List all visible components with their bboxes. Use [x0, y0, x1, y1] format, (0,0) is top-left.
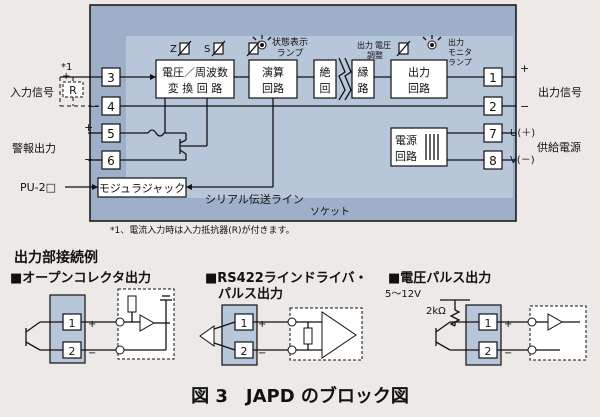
status-lamp-icon — [252, 35, 272, 50]
svg-text:8: 8 — [489, 154, 497, 168]
output-voltage-adjust-label: 出力 — [357, 40, 373, 50]
output-voltage-adjust-label-2: 電圧 — [375, 41, 391, 50]
voltage-pulse-heading: ■電圧パルス出力 — [388, 270, 491, 286]
alarm-output-label: 警報出力 — [12, 141, 56, 155]
status-lamp-label-2: ランプ — [277, 48, 304, 59]
supply-v: V(－) — [510, 155, 535, 166]
alarm-plus: + — [84, 121, 93, 134]
example-rs422: 1 2 + − — [199, 304, 363, 366]
input-signal-label: 入力信号 — [10, 86, 54, 99]
internal-wiring — [120, 74, 484, 190]
footnote-marker: *1 — [61, 62, 72, 73]
status-lamp-label: 状態表示 — [272, 36, 308, 48]
examples-heading: 出力部接続例 — [14, 249, 98, 266]
input-minus: − — [90, 100, 99, 113]
svg-text:+: + — [88, 319, 96, 330]
supply-power-label: 供給電源 — [537, 140, 581, 154]
supply-u: U(＋) — [510, 128, 535, 139]
figure-caption: 図 3 JAPD のブロック図 — [191, 385, 409, 407]
svg-text:1: 1 — [489, 71, 497, 85]
svg-text:演算: 演算 — [262, 65, 284, 79]
socket-label: ソケット — [310, 206, 350, 218]
svg-text:モジュラジャック: モジュラジャック — [99, 182, 185, 195]
svg-text:5～12V: 5～12V — [385, 289, 421, 300]
conversion-block: 電圧／周波数 変 換 回 路 — [155, 59, 235, 99]
input-plus: + — [62, 71, 70, 82]
output-signal-label: 出力信号 — [538, 85, 582, 99]
power-block: 電源 回路 — [390, 127, 448, 167]
svg-text:2: 2 — [69, 345, 76, 358]
pu2-label: PU-2□ — [20, 181, 56, 194]
modular-jack: モジュラジャック — [97, 177, 187, 198]
svg-text:3: 3 — [107, 71, 115, 85]
svg-text:回路: 回路 — [262, 82, 284, 95]
out-plus: + — [520, 62, 529, 75]
svg-text:6: 6 — [107, 154, 115, 168]
span-adjust-label: S — [204, 44, 210, 55]
svg-text:絶: 絶 — [320, 65, 331, 79]
svg-text:2kΩ: 2kΩ — [426, 306, 446, 317]
svg-text:路: 路 — [358, 82, 369, 95]
monitor-lamp-label-3: ランプ — [448, 58, 472, 67]
svg-text:電源: 電源 — [395, 133, 417, 147]
calculation-block: 演算 回路 — [248, 59, 298, 99]
output-block: 出力 回路 — [390, 59, 448, 99]
svg-text:回: 回 — [320, 82, 331, 95]
svg-text:出力: 出力 — [408, 65, 430, 79]
svg-text:回路: 回路 — [408, 82, 430, 95]
footnote: *1、電流入力時は入力抵抗器(R)が付きます。 — [110, 224, 295, 236]
svg-text:4: 4 — [107, 100, 115, 114]
monitor-lamp-label: 出力 — [448, 37, 464, 47]
svg-text:−: − — [258, 348, 266, 359]
out-minus: − — [520, 100, 529, 113]
isolation-block: 絶 回 縁 路 — [313, 57, 375, 101]
serial-line-label: シリアル伝送ライン — [205, 192, 304, 206]
terminal-block-left: 3 4 5 6 — [101, 67, 121, 170]
svg-text:回路: 回路 — [395, 150, 417, 163]
example-open-collector: 1 2 + − — [25, 288, 175, 364]
zero-adjust-label: Z — [170, 44, 177, 55]
svg-text:+: + — [504, 319, 512, 330]
monitor-lamp-icon — [422, 35, 442, 50]
svg-text:−: − — [504, 348, 512, 359]
svg-text:変 換 回 路: 変 換 回 路 — [168, 81, 223, 95]
svg-text:−: − — [88, 348, 96, 359]
rs422-heading-2: パルス出力 — [218, 286, 283, 302]
input-wiring: R — [59, 76, 516, 190]
open-collector-heading: ■オープンコレクタ出力 — [10, 270, 151, 286]
svg-text:縁: 縁 — [358, 65, 369, 79]
svg-text:1: 1 — [241, 317, 248, 330]
svg-text:5: 5 — [107, 127, 115, 141]
alarm-minus: − — [84, 153, 93, 166]
rs422-heading: ■RS422ラインドライバ・ — [205, 271, 368, 286]
svg-text:2: 2 — [241, 345, 248, 358]
svg-text:電圧／周波数: 電圧／周波数 — [162, 66, 228, 79]
example-voltage-pulse: 5～12V 2kΩ 1 2 + − — [385, 289, 587, 366]
input-resistor-label: R — [69, 84, 77, 97]
svg-text:1: 1 — [485, 317, 492, 330]
output-voltage-adjust-label-3: 調整 — [367, 50, 383, 60]
svg-text:7: 7 — [489, 127, 497, 141]
svg-text:2: 2 — [485, 345, 492, 358]
svg-text:1: 1 — [69, 317, 76, 330]
monitor-lamp-label-2: モニタ — [448, 48, 472, 57]
svg-text:+: + — [258, 319, 266, 330]
svg-text:2: 2 — [489, 100, 497, 114]
